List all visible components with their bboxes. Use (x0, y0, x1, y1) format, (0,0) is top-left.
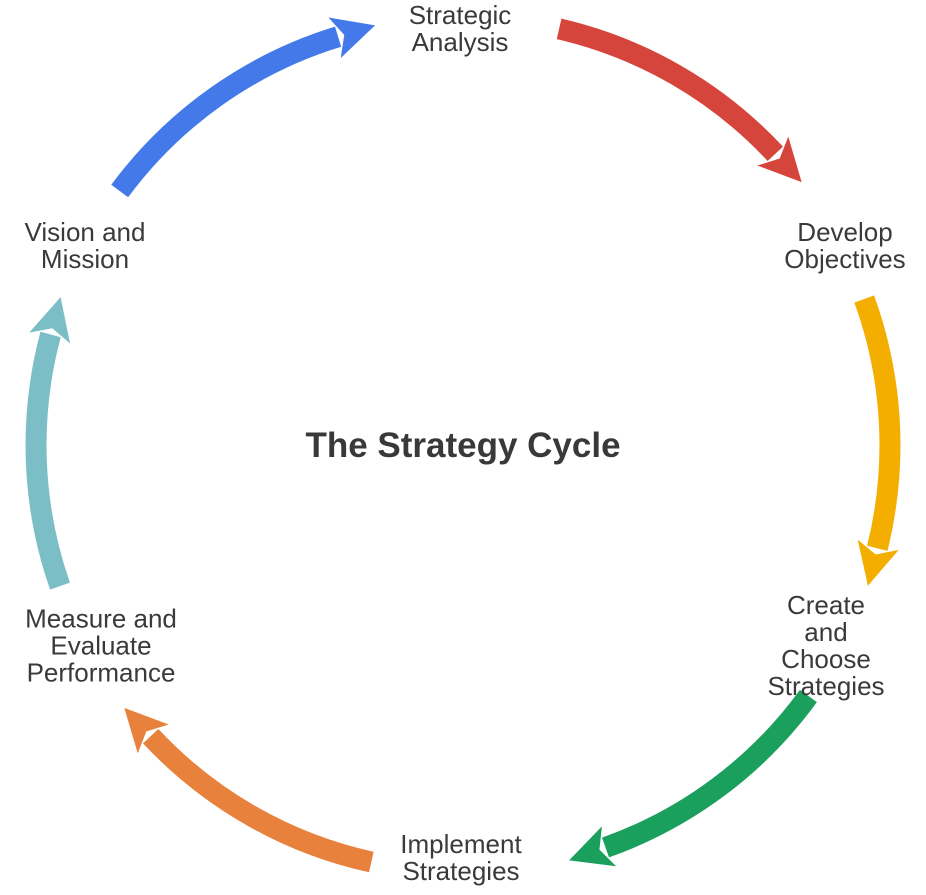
arrow-measure-to-vision (25, 297, 71, 590)
arrow-implement-to-measure (124, 707, 374, 873)
arrow-analysis-to-objectives (556, 18, 802, 183)
arrow-strategies-to-implement (569, 689, 817, 867)
stage-label-develop-objectives: Develop Objectives (784, 217, 906, 274)
stage-label-measure-evaluate-performance: Measure and Evaluate Performance (25, 603, 177, 688)
stage-label-implement-strategies: Implement Strategies (400, 829, 522, 886)
stage-label-vision-and-mission: Vision and Mission (24, 217, 146, 274)
diagram-title: The Strategy Cycle (305, 426, 621, 465)
stage-label-strategic-analysis: Strategic Analysis (408, 0, 512, 57)
stage-label-create-and-choose-strategies: Create and Choose Strategies (767, 590, 885, 701)
arrow-objectives-to-strategies (854, 295, 901, 586)
arrow-vision-to-analysis (111, 17, 376, 198)
